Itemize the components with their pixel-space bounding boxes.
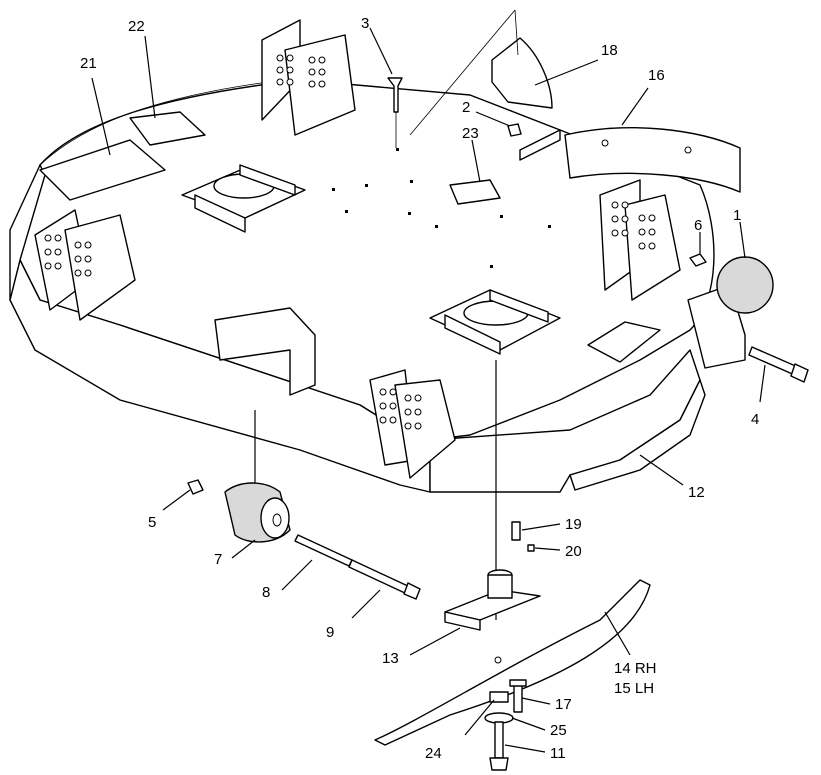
nut-5 [187,479,204,495]
callout-7: 7 [214,551,222,568]
callout-16: 16 [648,67,665,84]
callout-20: 20 [565,543,582,560]
callout-18: 18 [601,42,618,59]
callout-3: 3 [361,15,369,32]
callout-22: 22 [128,18,145,35]
bolt-3 [387,77,403,113]
bolt-4 [748,346,809,383]
callout-13: 13 [382,650,399,667]
left-spindle-mount [181,164,306,233]
callout-12: 12 [688,484,705,501]
deck-plate-21 [39,139,166,201]
deck-plate-23 [449,179,501,205]
deck-plate-22 [129,111,206,146]
callout-5: 5 [148,514,156,531]
callout-25: 25 [550,722,567,739]
callout-4: 4 [751,411,759,428]
callout-17: 17 [555,696,572,713]
callout-8: 8 [262,584,270,601]
hitch-bracket-front-center [369,369,456,479]
callout-1: 1 [733,207,741,224]
spindle-hub-13 [444,569,541,631]
nut-2 [507,123,522,137]
roller-1 [716,256,774,314]
callout-24: 24 [425,745,442,762]
callout-21: 21 [80,55,97,72]
nut-6 [689,253,707,267]
hitch-bracket-rear-left [261,19,356,136]
chute-rod [519,129,561,161]
callout-6: 6 [694,217,702,234]
callout-15: 15 LH [614,680,654,697]
callout-14: 14 RH [614,660,657,677]
hitch-bracket-right [599,179,681,301]
callout-labels: 1 2 3 4 5 6 7 8 9 11 12 13 14 RH 15 LH 1… [80,15,759,762]
callout-9: 9 [326,624,334,641]
hitch-bracket-front-left [34,209,136,321]
callout-11: 11 [550,745,566,762]
wheel-7 [224,482,291,543]
deck-holes [332,148,551,268]
bolt-9 [348,559,421,600]
bolt-11 [489,721,509,771]
callout-2: 2 [462,99,470,116]
washer-24 [489,691,509,703]
chute-bracket-18 [491,37,553,109]
callout-19: 19 [565,516,582,533]
key-19 [511,521,521,541]
callout-23: 23 [462,125,479,142]
discharge-chute-16 [564,127,741,193]
leader-lines [91,27,766,753]
bolt-17 [509,679,527,713]
spacer-8 [294,534,353,567]
deck-label-plate-right [587,321,661,363]
front-bumper-bracket [214,307,316,396]
mower-deck-shell [9,77,715,493]
right-spindle-mount [429,289,561,355]
set-screw-20 [527,544,535,552]
